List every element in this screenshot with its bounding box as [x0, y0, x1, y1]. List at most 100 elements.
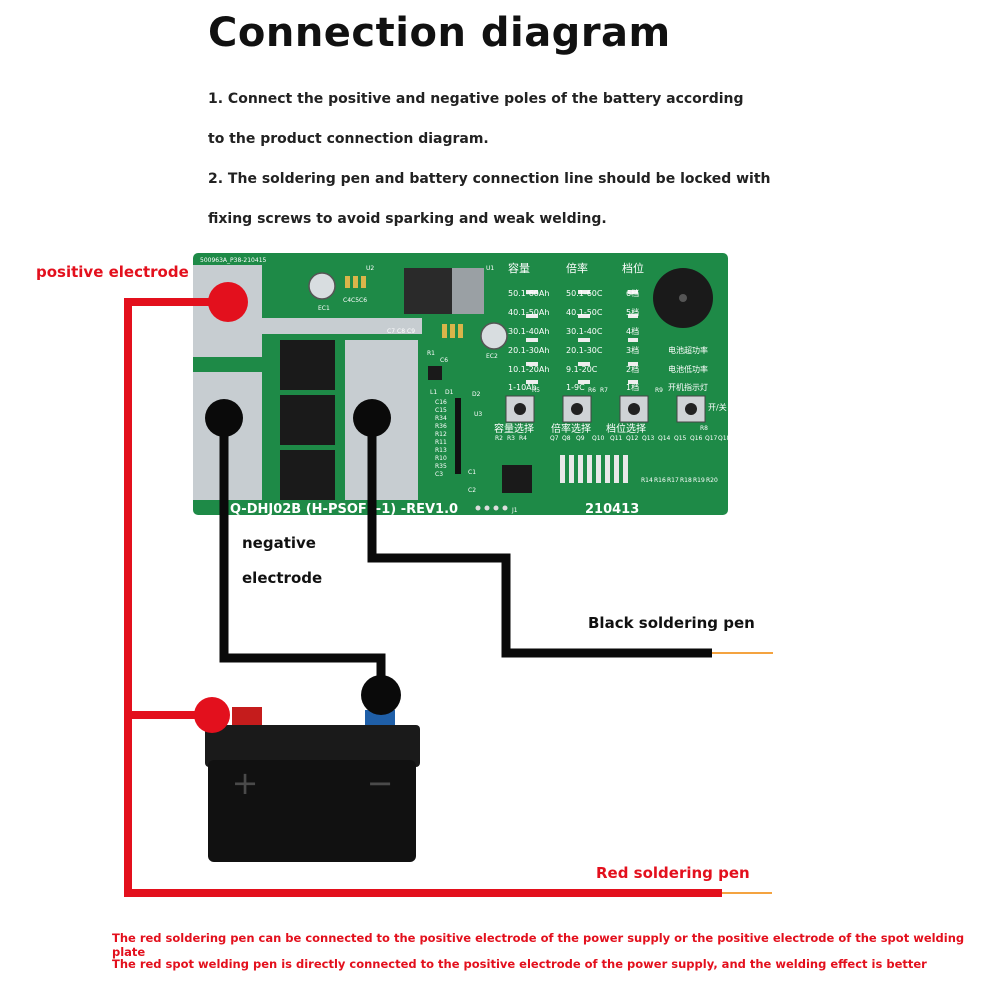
led-capacity-5 [526, 380, 538, 384]
battery-positive-terminal [232, 707, 262, 727]
chip-c6 [361, 276, 366, 288]
ref-d1: D1 [445, 389, 454, 396]
battery-body [208, 760, 416, 862]
indicator-overpower: 电池超功率 [668, 345, 708, 355]
gear-label-6: 1档 [626, 382, 639, 392]
ref-q16: Q16 [690, 435, 703, 442]
ref-q11: Q11 [610, 435, 623, 442]
mosfet-1 [280, 340, 335, 390]
indicator-lowpower: 电池低功率 [668, 364, 708, 374]
buzzer-hole [679, 294, 687, 302]
capacity-label-2: 40.1-50Ah [508, 308, 549, 317]
ref-c7: C7 [387, 328, 395, 335]
label-negative-line1: negative [242, 534, 316, 552]
ref-ec2: EC2 [486, 353, 498, 360]
led-gear-4 [628, 362, 638, 366]
capacity-label-4: 20.1-30Ah [508, 346, 549, 355]
ref-q8: Q8 [562, 435, 571, 442]
ref-designators: U2 U1 EC1 EC2 C4 C5 C6 C7 C8 C9 R1 C6 L1… [318, 265, 731, 514]
label-negative-line2: electrode [242, 569, 323, 587]
led-rate-2 [578, 314, 590, 318]
ref-r9: R9 [655, 387, 663, 394]
board-date-code: 210413 [585, 502, 639, 517]
ref-r4: R4 [519, 435, 527, 442]
button-label-gear: 档位选择 [606, 422, 646, 435]
capacity-label-1: 50.1-60Ah [508, 289, 549, 298]
battery-plus-sign: + [232, 764, 259, 802]
ref-c16: C16 [435, 399, 447, 406]
header-capacity: 容量 [508, 261, 530, 275]
ref-q9: Q9 [576, 435, 585, 442]
led-gear-3 [628, 338, 638, 342]
ref-r12: R12 [435, 431, 447, 438]
ref-q13: Q13 [642, 435, 655, 442]
ref-q7: Q7 [550, 435, 559, 442]
tact-button-2-cap [571, 403, 583, 415]
chip-c7 [442, 324, 447, 338]
black-wire-pen [367, 418, 712, 658]
ref-r6: R6 [588, 387, 596, 394]
ref-r13: R13 [435, 447, 447, 454]
step-2-line-2: fixing screws to avoid sparking and weak… [208, 211, 607, 227]
led-gear-2 [628, 314, 638, 318]
rate-label-1: 50.1-60C [566, 289, 603, 298]
gear-label-2: 5档 [626, 307, 639, 317]
positive-electrode-dot [208, 282, 248, 322]
capacity-label-3: 30.1-40Ah [508, 327, 549, 336]
gear-label-4: 3档 [626, 345, 639, 355]
resistor-column [455, 398, 461, 474]
ref-l1: L1 [430, 389, 437, 396]
ref-c9: C9 [407, 328, 415, 335]
led-gear-5 [628, 380, 638, 384]
rate-label-6: 1-9C [566, 383, 585, 392]
rate-label-5: 9.1-20C [566, 365, 598, 374]
rate-label-4: 20.1-30C [566, 346, 603, 355]
led-capacity-3 [526, 338, 538, 342]
ref-c2: C2 [468, 487, 476, 494]
ref-c5: C5 [351, 297, 359, 304]
ref-c1: C1 [468, 469, 476, 476]
ref-r16: R16 [654, 477, 666, 484]
tact-button-4-cap [685, 403, 697, 415]
ref-r1: R1 [427, 350, 435, 357]
ref-r7: R7 [600, 387, 608, 394]
label-red-pen: Red soldering pen [596, 864, 750, 882]
ref-c3: C3 [435, 471, 443, 478]
regulator-tab [452, 268, 484, 314]
chip-c8 [450, 324, 455, 338]
ref-r17: R17 [667, 477, 679, 484]
rate-label-3: 30.1-40C [566, 327, 603, 336]
gear-label-5: 2档 [626, 364, 639, 374]
mosfet-3 [280, 450, 335, 500]
ref-r36: R36 [435, 423, 447, 430]
ref-r34: R34 [435, 415, 447, 422]
ref-r2: R2 [495, 435, 503, 442]
ref-d2: D2 [472, 391, 481, 398]
resistor-row [560, 455, 628, 483]
ref-c15: C15 [435, 407, 447, 414]
ref-u2: U2 [366, 265, 374, 272]
ref-u1: U1 [486, 265, 494, 272]
battery-lid [205, 725, 420, 767]
led-gear-1 [628, 290, 638, 294]
ref-q15: Q15 [674, 435, 687, 442]
battery-positive-dot [194, 697, 230, 733]
gear-label-3: 4档 [626, 326, 639, 336]
ref-q12: Q12 [626, 435, 639, 442]
ref-r18: R18 [680, 477, 692, 484]
button-label-capacity: 容量选择 [494, 422, 534, 435]
label-positive-electrode: positive electrode [36, 263, 189, 281]
battery: + − [205, 707, 420, 862]
rate-label-2: 40.1-50C [566, 308, 603, 317]
ref-q18: Q18 [718, 435, 731, 442]
ref-ec1: EC1 [318, 305, 330, 312]
tact-button-1-cap [514, 403, 526, 415]
led-rate-1 [578, 290, 590, 294]
note-1: The red soldering pen can be connected t… [112, 931, 965, 959]
battery-minus-sign: − [367, 764, 394, 802]
ref-c6: C6 [359, 297, 367, 304]
ref-c8: C8 [397, 328, 405, 335]
switch-label: 开/关 [708, 402, 727, 412]
led-rate-3 [578, 338, 590, 342]
